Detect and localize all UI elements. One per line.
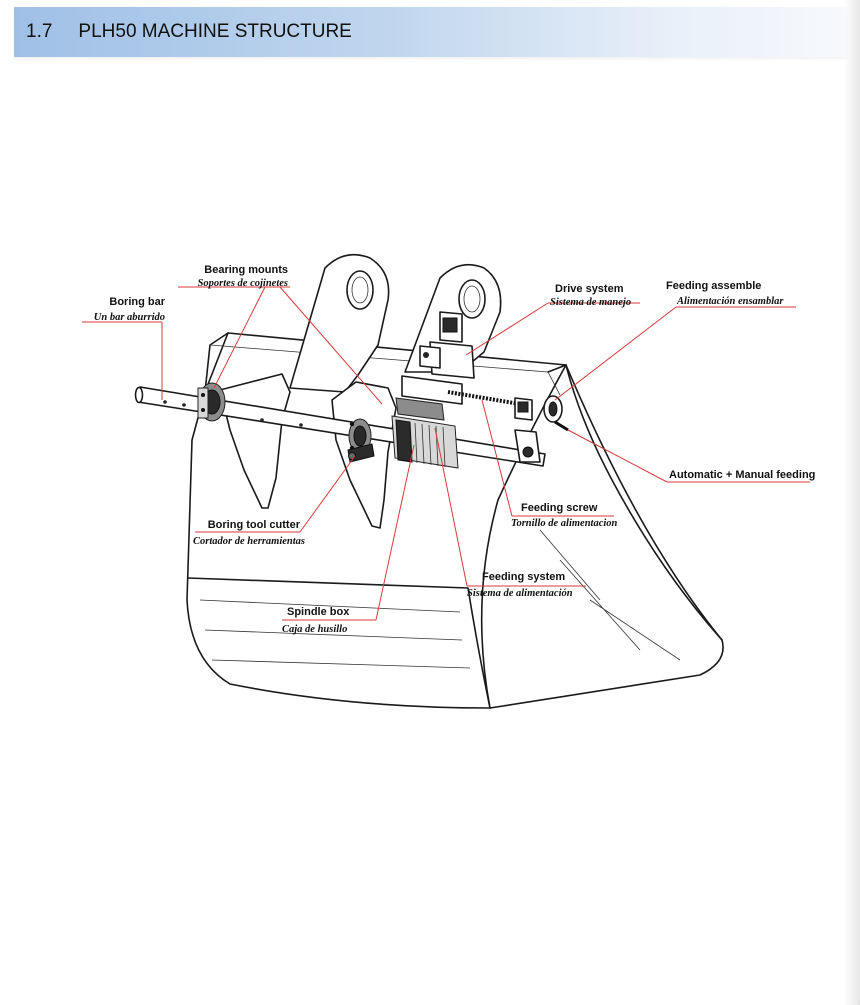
feeding-assemble-drawing — [514, 395, 569, 463]
boring-bar-end — [134, 386, 144, 404]
section-header: 1.7 PLH50 MACHINE STRUCTURE — [14, 7, 846, 57]
boring-bar-label: Boring bar — [109, 296, 165, 308]
boring-tool-cutter-label: Boring tool cutter — [208, 519, 301, 531]
feeding-assemble-label-es: Alimentación ensamblar — [676, 296, 784, 307]
boring-bar-label-es: Un bar aburrido — [94, 312, 165, 323]
drive-system-label-es: Sistema de manejo — [550, 297, 631, 308]
callout-labels: Boring bar Un bar aburrido Bearing mount… — [94, 264, 816, 635]
bearing-mounts-label-es: Soportes de cojinetes — [198, 278, 288, 289]
right-ear-hole — [458, 279, 486, 319]
left-ear-hole — [346, 270, 374, 310]
bucket-shading — [199, 529, 681, 669]
left-bearing-mount — [197, 382, 226, 422]
feeding-system-label-es: Sistema de alimentación — [467, 588, 573, 599]
drive-system-label: Drive system — [555, 283, 624, 295]
feeding-screw-label: Feeding screw — [521, 502, 598, 514]
leader-lines — [82, 286, 810, 621]
feeding-screw-label-es: Tornillo de alimentacion — [511, 518, 618, 529]
section-number: 1.7 — [26, 21, 53, 42]
automatic-manual-feeding-label: Automatic + Manual feeding — [669, 469, 815, 481]
section-title: PLH50 MACHINE STRUCTURE — [78, 21, 352, 42]
spindle-box-label-es: Caja de husillo — [282, 624, 347, 635]
left-ear-hole-inner — [351, 276, 369, 304]
bearing-mounts-label: Bearing mounts — [204, 264, 288, 276]
bucket-side-plate — [480, 364, 723, 709]
spindle-box-label: Spindle box — [287, 606, 350, 618]
feeding-system-label: Feeding system — [482, 571, 565, 583]
center-bearing-mount — [348, 418, 372, 454]
feeding-screw-drawing — [447, 390, 521, 406]
spindle-box-drawing — [391, 397, 459, 469]
bar-hole-2 — [182, 403, 186, 407]
boring-tool-cutter-label-es: Cortador de herramientas — [193, 536, 305, 547]
drive-system-drawing — [401, 311, 475, 405]
bar-hole-3 — [260, 418, 264, 422]
boring-bar-assembly — [134, 311, 569, 469]
bar-hole-1 — [163, 400, 167, 404]
feeding-assemble-label: Feeding assemble — [666, 280, 761, 292]
page-edge-shadow — [844, 0, 860, 1005]
right-ear-hole-inner — [463, 285, 481, 313]
bucket-bottom-edge — [187, 577, 491, 709]
bar-hole-4 — [299, 423, 303, 427]
